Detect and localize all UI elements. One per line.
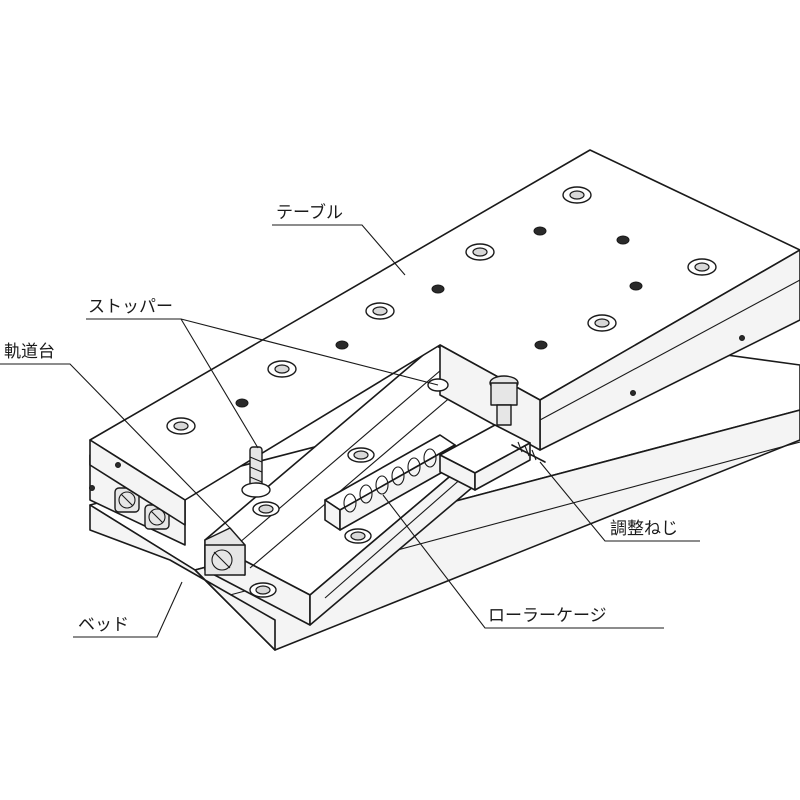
- label-adjust-screw: 調整ねじ: [610, 519, 678, 539]
- label-rail-base: 軌道台: [4, 342, 55, 362]
- table-holes: [166, 186, 717, 435]
- label-stopper: ストッパー: [88, 297, 173, 317]
- leader-lines: [0, 224, 700, 638]
- adjust-screw: [511, 441, 546, 463]
- label-table: テーブル: [276, 202, 343, 223]
- label-bed: ベッド: [78, 615, 129, 635]
- label-roller-cage: ローラーケージ: [488, 606, 607, 626]
- stopper-left: [241, 446, 271, 498]
- roller-cage: [324, 434, 456, 531]
- bed-holes: [249, 447, 375, 598]
- adjust-block: [439, 424, 531, 491]
